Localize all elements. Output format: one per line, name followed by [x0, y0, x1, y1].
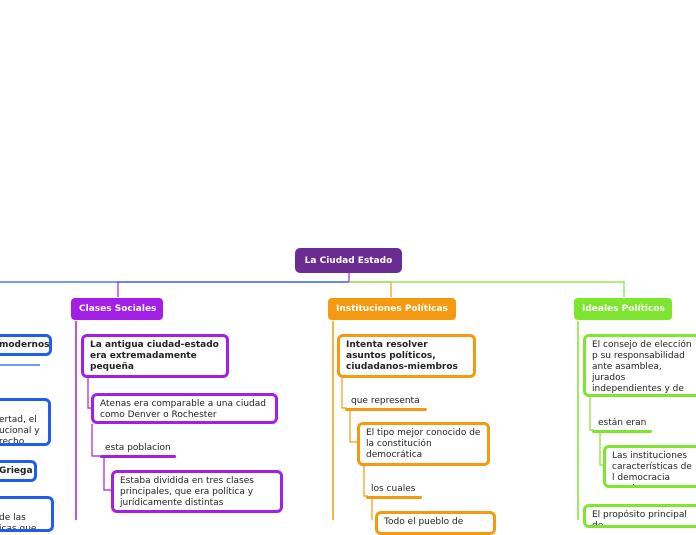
label-los-cuales-text: los cuales — [371, 484, 416, 494]
connector-lines — [0, 273, 625, 520]
link-clases-node2 — [87, 378, 92, 409]
node-consejo-eleccion[interactable]: El consejo de elección p su responsabili… — [583, 334, 696, 397]
topic-clases-sociales-label: Clases Sociales — [79, 304, 157, 314]
link-root-instituciones — [349, 281, 392, 297]
label-que-representa-underline — [345, 408, 427, 411]
mind-map-canvas: La Ciudad Estado Clases Sociales Institu… — [0, 248, 696, 535]
node-tipo-mejor-conocido[interactable]: El tipo mejor conocido de la constitució… — [357, 422, 490, 466]
node-atenas-comparable-text: Atenas era comparable a una ciudad como … — [100, 399, 266, 420]
label-esta-poblacion-underline — [100, 455, 176, 458]
node-dividida-tres-clases-text: Estaba dividida en tres clases principal… — [120, 476, 254, 508]
node-instituciones-caracteristicas[interactable]: Las instituciones características de l d… — [603, 445, 696, 488]
node-left-libertad[interactable]: ertad, el ucional y recho — [0, 398, 51, 446]
node-antigua-ciudad-estado-text: La antigua ciudad-estado era extremadame… — [90, 340, 219, 372]
topic-instituciones-politicas[interactable]: Instituciones Políticas — [328, 298, 456, 320]
node-todo-el-pueblo-text: Todo el pueblo de — [384, 517, 464, 527]
label-que-representa[interactable]: que representa — [351, 396, 420, 407]
label-estan-eran-text: están eran — [598, 418, 647, 428]
node-left-de-las-text: de las icas que — [0, 513, 37, 532]
node-tipo-mejor-conocido-text: El tipo mejor conocido de la constitució… — [366, 428, 481, 460]
node-left-griega[interactable]: Griega — [0, 460, 37, 482]
node-todo-el-pueblo[interactable]: Todo el pueblo de — [375, 511, 496, 535]
node-left-modernos-text: modernos — [0, 340, 50, 350]
topic-ideales-politicos[interactable]: Ideales Políticos — [574, 298, 672, 320]
link-root-clases — [117, 273, 350, 297]
link-ideales-label1 — [589, 397, 594, 431]
node-intenta-resolver[interactable]: Intenta resolver asuntos políticos, ciud… — [337, 334, 476, 378]
topic-ideales-politicos-label: Ideales Políticos — [582, 304, 665, 314]
label-esta-poblacion[interactable]: esta poblacion — [105, 443, 171, 454]
node-left-libertad-text: ertad, el ucional y recho — [0, 415, 40, 446]
label-estan-eran-underline — [592, 430, 652, 433]
label-los-cuales[interactable]: los cuales — [371, 484, 415, 495]
node-intenta-resolver-text: Intenta resolver asuntos políticos, ciud… — [346, 340, 458, 372]
node-left-griega-text: Griega — [0, 466, 33, 476]
node-proposito-principal[interactable]: El propósito principal de — [583, 504, 696, 528]
topic-instituciones-politicas-label: Instituciones Políticas — [336, 304, 448, 314]
label-los-cuales-underline — [366, 496, 422, 499]
node-instituciones-caracteristicas-text: Las instituciones características de l d… — [612, 451, 692, 485]
label-esta-poblacion-text: esta poblacion — [105, 443, 171, 453]
topic-clases-sociales[interactable]: Clases Sociales — [71, 298, 163, 320]
label-estan-eran[interactable]: están eran — [598, 418, 646, 429]
node-antigua-ciudad-estado[interactable]: La antigua ciudad-estado era extremadame… — [81, 334, 229, 378]
node-left-modernos[interactable]: modernos — [0, 334, 52, 356]
link-clases-label1 — [91, 424, 100, 457]
node-atenas-comparable[interactable]: Atenas era comparable a una ciudad como … — [91, 393, 278, 424]
link-clases-node3 — [103, 458, 112, 491]
label-que-representa-text: que representa — [351, 396, 420, 406]
link-root-ideales — [349, 281, 625, 297]
node-dividida-tres-clases[interactable]: Estaba dividida en tres clases principal… — [111, 470, 283, 513]
link-inst-label1 — [341, 378, 347, 409]
node-left-de-las[interactable]: de las icas que — [0, 496, 54, 532]
root-title: La Ciudad Estado — [304, 255, 393, 266]
link-inst-node2 — [349, 411, 358, 443]
root-node[interactable]: La Ciudad Estado — [295, 248, 402, 273]
node-consejo-eleccion-text: El consejo de elección p su responsabili… — [592, 340, 692, 394]
link-inst-label2 — [363, 466, 368, 497]
node-proposito-principal-text: El propósito principal de — [592, 510, 687, 528]
